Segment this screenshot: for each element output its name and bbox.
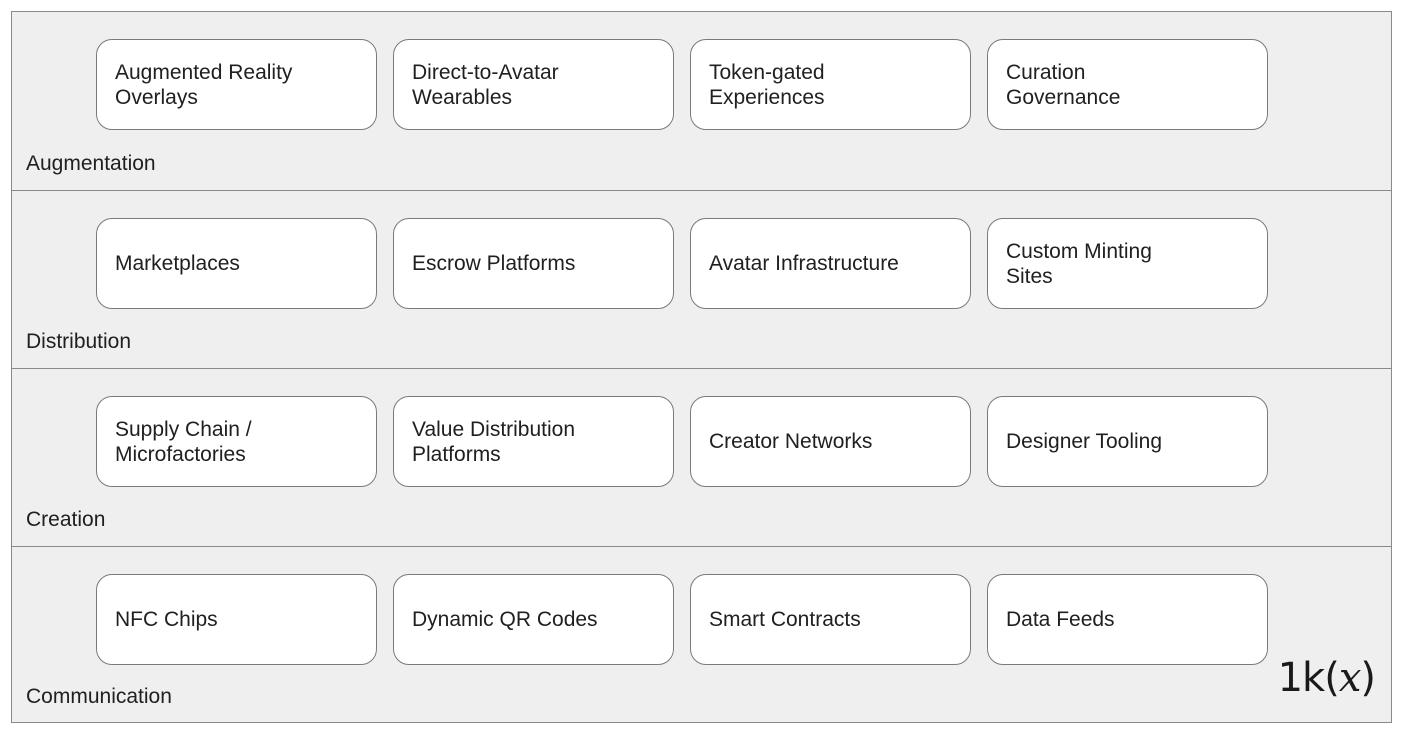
layer-communication: NFC Chips Dynamic QR Codes Smart Contrac… [12, 546, 1391, 723]
box-smart-contracts: Smart Contracts [690, 574, 971, 665]
layer-label-creation: Creation [26, 508, 106, 531]
box-dynamic-qr-codes: Dynamic QR Codes [393, 574, 674, 665]
layer-label-distribution: Distribution [26, 330, 132, 353]
box-direct-to-avatar-wearables: Direct-to-Avatar Wearables [393, 39, 674, 130]
layer-augmentation: Augmented Reality Overlays Direct-to-Ava… [12, 12, 1391, 190]
box-creator-networks: Creator Networks [690, 396, 971, 487]
box-data-feeds: Data Feeds [987, 574, 1268, 665]
box-value-distribution-platforms: Value Distribution Platforms [393, 396, 674, 487]
logo-variable: x [1338, 655, 1362, 701]
layer-creation: Supply Chain / Microfactories Value Dist… [12, 368, 1391, 546]
box-designer-tooling: Designer Tooling [987, 396, 1268, 487]
layer-label-augmentation: Augmentation [26, 152, 156, 175]
layer-label-communication: Communication [26, 685, 172, 708]
box-escrow-platforms: Escrow Platforms [393, 218, 674, 309]
brand-logo: 1k(x) [1277, 655, 1376, 701]
box-token-gated-experiences: Token-gated Experiences [690, 39, 971, 130]
layer-boxes: NFC Chips Dynamic QR Codes Smart Contrac… [96, 574, 1271, 665]
box-curation-governance: Curation Governance [987, 39, 1268, 130]
logo-suffix: ) [1360, 655, 1376, 701]
box-nfc-chips: NFC Chips [96, 574, 377, 665]
box-marketplaces: Marketplaces [96, 218, 377, 309]
box-supply-chain-microfactories: Supply Chain / Microfactories [96, 396, 377, 487]
logo-prefix: 1k( [1277, 655, 1340, 701]
layer-boxes: Augmented Reality Overlays Direct-to-Ava… [96, 39, 1271, 130]
box-avatar-infrastructure: Avatar Infrastructure [690, 218, 971, 309]
layer-boxes: Marketplaces Escrow Platforms Avatar Inf… [96, 218, 1271, 309]
layer-stack-diagram: Augmented Reality Overlays Direct-to-Ava… [11, 11, 1392, 723]
layer-distribution: Marketplaces Escrow Platforms Avatar Inf… [12, 190, 1391, 368]
box-custom-minting-sites: Custom Minting Sites [987, 218, 1268, 309]
box-augmented-reality-overlays: Augmented Reality Overlays [96, 39, 377, 130]
layer-boxes: Supply Chain / Microfactories Value Dist… [96, 396, 1271, 487]
